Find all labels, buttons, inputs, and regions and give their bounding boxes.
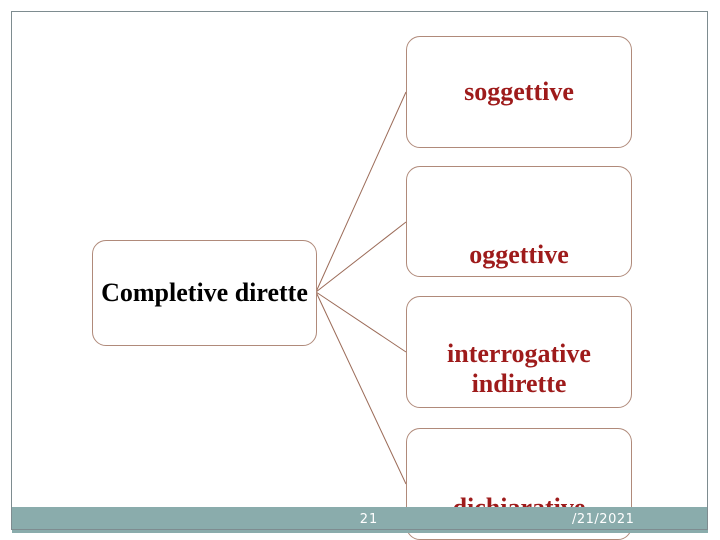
node-label: soggettive (464, 77, 574, 107)
node-label: interrogative indirette (447, 339, 591, 399)
connector-line-interrogative (315, 291, 407, 353)
footer-bar (12, 507, 708, 533)
node-soggettive[interactable]: soggettive (406, 36, 632, 148)
connector-line-oggettive (315, 221, 407, 293)
node-completive-dirette[interactable]: Completive dirette (92, 240, 317, 346)
node-oggettive[interactable]: oggettive (406, 166, 632, 277)
connector-line-dichiarative (315, 291, 407, 485)
node-interrogative-indirette[interactable]: interrogative indirette (406, 296, 632, 408)
page-number: 21 (359, 512, 379, 527)
footer-date: /21/2021 (572, 512, 635, 527)
node-label: Completive dirette (101, 278, 308, 308)
connector-line-soggettive (315, 91, 407, 293)
node-label: oggettive (469, 240, 569, 270)
